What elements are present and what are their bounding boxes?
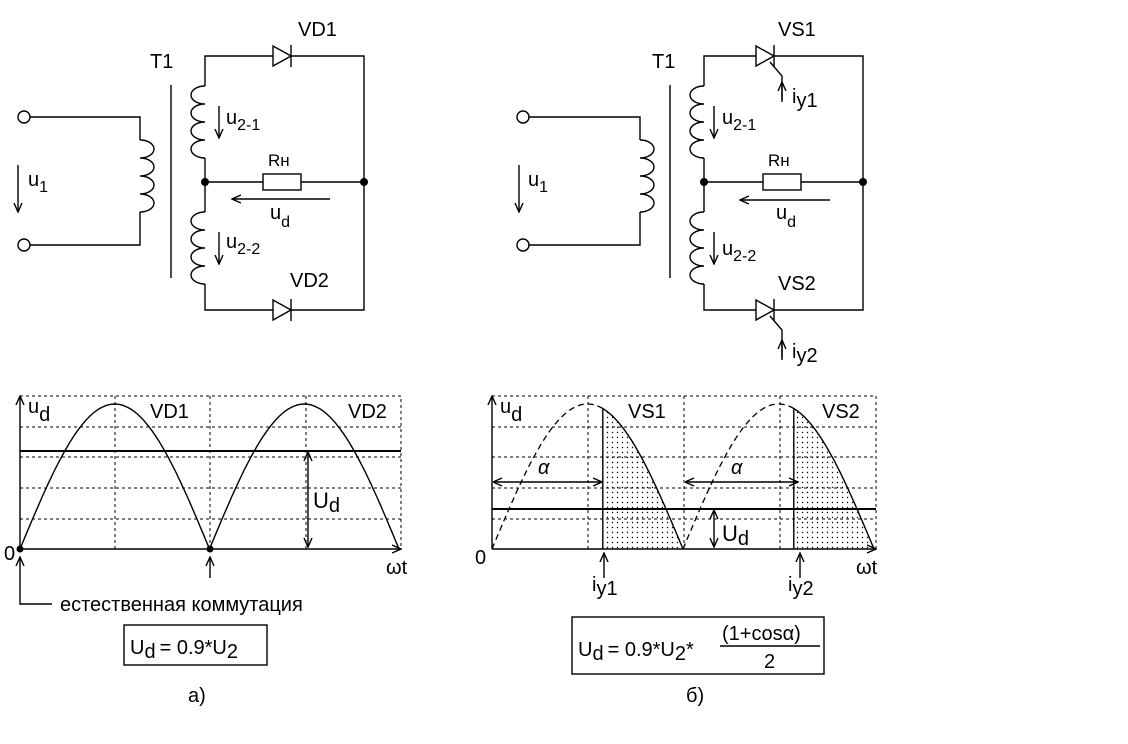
formula-ud: Ud= 0.9*U2	[130, 637, 238, 663]
grid-frame	[19, 395, 402, 550]
formula-denominator: 2	[764, 651, 775, 673]
terminal-top	[516, 110, 530, 124]
caption-b: б)	[686, 685, 704, 707]
load-resistor	[762, 173, 802, 191]
right-circuit: T1 VS1 VS2 Rн iy1 iy2 u1 u2-1 u2-2 ud	[517, 19, 867, 367]
label-hump-vs2: VS2	[822, 401, 860, 423]
conducted-wave	[602, 407, 875, 550]
load-resistor	[262, 173, 302, 191]
label-u1: u1	[28, 169, 48, 196]
terminal-bottom	[17, 238, 31, 252]
label-u21: u2-1	[722, 107, 756, 134]
secondary-winding-top	[689, 85, 705, 159]
primary-wire-bottom	[529, 212, 641, 246]
secondary-loop-wire	[204, 55, 365, 311]
label-load: Rн	[268, 151, 290, 170]
node-right	[360, 178, 368, 186]
formula-box	[571, 616, 825, 675]
label-ud: ud	[776, 202, 796, 231]
note-natural-commutation: естественная коммутация	[60, 594, 303, 616]
label-iy2: iy2	[788, 574, 814, 600]
label-hump-vs1: VS1	[628, 401, 666, 423]
right-graph: ud VS1 VS2 α α 0 ωt Ud iy1 iy2 Ud= 0.9*U…	[475, 396, 878, 707]
formula-box	[123, 624, 268, 666]
formula-numerator: (1+cosα)	[722, 623, 801, 645]
commutation-point-1	[16, 545, 24, 553]
left-circuit: T1 VD1 VD2 Rн u1 u2-1 u2-2 ud	[17, 19, 368, 322]
node-left	[201, 178, 209, 186]
label-iy2: iy2	[792, 341, 818, 367]
origin-label: 0	[4, 543, 15, 565]
terminal-top	[17, 110, 31, 124]
label-t1: T1	[150, 51, 173, 73]
left-graph: ud VD1 VD2 0 ωt Ud естественная коммутац…	[4, 396, 408, 707]
primary-winding	[139, 139, 155, 213]
commutation-point-2	[206, 545, 214, 553]
label-t1: T1	[652, 51, 675, 73]
axis-label-x: ωt	[856, 557, 878, 579]
axis-label-x: ωt	[386, 557, 408, 579]
primary-wire-top	[529, 116, 641, 140]
label-vd1: VD1	[298, 19, 337, 41]
primary-wire-bottom	[30, 212, 141, 246]
thyristor-vs1	[755, 44, 782, 102]
node-left	[700, 178, 708, 186]
label-u22: u2-2	[722, 238, 756, 265]
label-vd2: VD2	[290, 270, 329, 292]
secondary-loop-wire	[703, 55, 864, 311]
secondary-winding-top	[190, 85, 206, 159]
label-alpha-1: α	[538, 457, 550, 479]
label-ud: Ud	[722, 521, 749, 550]
label-alpha-2: α	[731, 457, 743, 479]
secondary-winding-bottom	[190, 211, 206, 285]
formula-ud: Ud= 0.9*U2*	[578, 639, 694, 665]
label-hump-vd2: VD2	[348, 401, 387, 423]
axis-label-y: ud	[28, 396, 50, 426]
label-load: Rн	[768, 151, 790, 170]
diode-vd1	[272, 44, 293, 68]
label-ud: ud	[270, 202, 290, 231]
diode-vd2	[272, 298, 293, 322]
label-vs2: VS2	[778, 273, 816, 295]
caption-a: а)	[188, 685, 206, 707]
label-u1: u1	[528, 169, 548, 196]
conduction-area	[602, 408, 874, 549]
primary-winding	[639, 139, 655, 213]
label-u21: u2-1	[226, 107, 260, 134]
label-ud: Ud	[313, 488, 340, 517]
label-iy1: iy1	[792, 86, 818, 112]
label-iy1: iy1	[592, 574, 618, 600]
origin-label: 0	[475, 547, 486, 569]
note-leader	[19, 578, 52, 605]
label-u22: u2-2	[226, 231, 260, 258]
secondary-winding-bottom	[689, 211, 705, 285]
node-right	[859, 178, 867, 186]
terminal-bottom	[516, 238, 530, 252]
label-vs1: VS1	[778, 19, 816, 41]
label-hump-vd1: VD1	[150, 401, 189, 423]
primary-wire-top	[30, 116, 141, 140]
axis-label-y: ud	[500, 396, 522, 426]
thyristor-vs2	[755, 298, 782, 360]
